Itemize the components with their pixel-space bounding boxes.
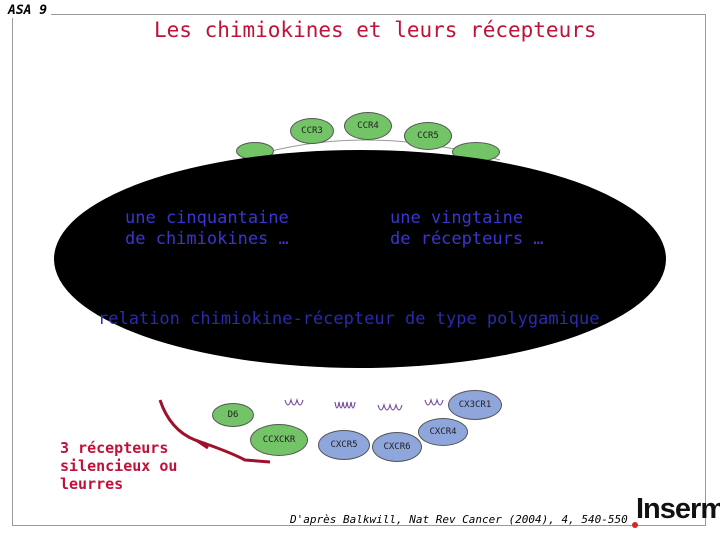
receptor-label: CCR5	[417, 131, 439, 141]
overlay-left-line2: de chimiokines …	[125, 229, 289, 249]
overlay-left-line1: une cinquantaine	[125, 208, 289, 228]
receptor-cxcr4: CXCR4	[418, 418, 468, 446]
slide-title: Les chimiokines et leurs récepteurs	[150, 18, 601, 42]
inserm-logo: Inserm	[636, 493, 720, 525]
helix-glyphs	[239, 397, 444, 415]
receptor-cxcr6: CXCR6	[372, 432, 422, 462]
decoy-bracket	[158, 399, 271, 464]
receptor-label: CCR4	[357, 121, 379, 131]
receptor-label: CX3CR1	[458, 400, 492, 410]
overlay-right-text: une vingtaine de récepteurs …	[390, 208, 544, 250]
receptor-d6: D6	[212, 403, 254, 427]
overlay-ellipse	[54, 150, 666, 368]
receptor-label: CXCR6	[383, 442, 411, 452]
logo-dot-icon	[632, 522, 638, 528]
receptor-cx3cr1: CX3CR1	[448, 390, 502, 420]
slide-frame	[12, 14, 706, 526]
receptor-ccr3: CCR3	[290, 118, 334, 144]
receptor-label: CXCR4	[429, 427, 457, 437]
receptor-label: CCXCKR	[262, 435, 296, 445]
overlay-right-line2: de récepteurs …	[390, 229, 544, 249]
overlay-right-line1: une vingtaine	[390, 208, 524, 228]
receptor-cxcr5: CXCR5	[318, 430, 370, 460]
overlay-left-text: une cinquantaine de chimiokines …	[125, 208, 289, 250]
receptor-ccr5: CCR5	[404, 122, 452, 150]
receptor-label: D6	[227, 410, 239, 420]
slide-number: ASA 9	[4, 3, 52, 18]
decoy-bracket-tip	[195, 438, 209, 450]
receptor-label: CXCR5	[330, 440, 358, 450]
receptor-label: CCR3	[301, 126, 323, 136]
decoy-receptors-note: 3 récepteurs silencieux ou leurres	[60, 439, 177, 493]
decoy-note-line1: 3 récepteurs	[60, 439, 169, 457]
receptor-ccr4: CCR4	[344, 112, 392, 140]
decoy-note-line2: silencieux ou	[60, 457, 178, 475]
citation: D'après Balkwill, Nat Rev Cancer (2004),…	[290, 513, 628, 526]
decoy-note-line3: leurres	[60, 475, 124, 493]
receptor-ccxckr: CCXCKR	[250, 424, 308, 456]
overlay-bottom-text: relation chimiokine-récepteur de type po…	[98, 309, 600, 329]
